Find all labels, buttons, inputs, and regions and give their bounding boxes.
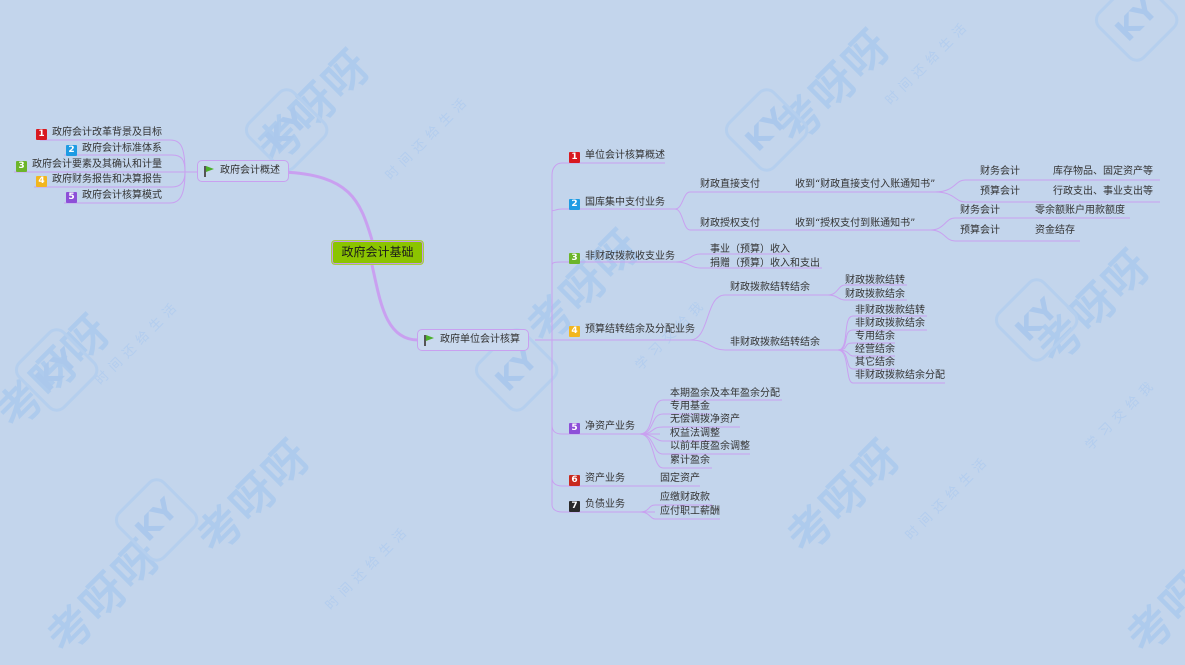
node-item[interactable]: 专用基金 <box>670 401 710 412</box>
node-donation-income[interactable]: 捐赠（预算）收入和支出 <box>710 258 820 269</box>
root-node[interactable]: 政府会计基础 <box>331 240 424 265</box>
subtopic-assets[interactable]: 6 资产业务 <box>569 473 625 486</box>
node-authorized-payment-note[interactable]: 收到“授权支付到账通知书” <box>795 218 916 229</box>
subtopic-label: 负债业务 <box>585 499 625 510</box>
subtopic-label: 政府会计核算模式 <box>82 190 162 201</box>
node-authorized-payment[interactable]: 财政授权支付 <box>700 218 760 229</box>
node-item[interactable]: 无偿调拨净资产 <box>670 414 740 425</box>
node-financial-accounting[interactable]: 财务会计 <box>960 205 1000 216</box>
subtopic-label: 非财政拨款收支业务 <box>585 251 675 262</box>
node-item[interactable]: 经营结余 <box>855 344 895 355</box>
subtopic-label: 资产业务 <box>585 473 625 484</box>
node-item[interactable]: 非财政拨款结余 <box>855 318 925 329</box>
priority-4-icon: 4 <box>36 176 47 187</box>
node-item[interactable]: 非财政拨款结余分配 <box>855 370 945 381</box>
node-business-income[interactable]: 事业（预算）收入 <box>710 244 790 255</box>
subtopic-standard-system[interactable]: 2 政府会计标准体系 <box>66 143 162 156</box>
topic-unit-accounting[interactable]: 政府单位会计核算 <box>417 329 529 351</box>
connector-lines <box>14 139 1160 520</box>
node-budget-accounting[interactable]: 预算会计 <box>960 225 1000 236</box>
subtopic-treasury-payment[interactable]: 2 国库集中支付业务 <box>569 197 665 210</box>
subtopic-label: 预算结转结余及分配业务 <box>585 324 695 335</box>
node-item[interactable]: 专用结余 <box>855 331 895 342</box>
node-item[interactable]: 权益法调整 <box>670 428 720 439</box>
flag-icon <box>204 165 214 177</box>
subtopic-unit-overview[interactable]: 1 单位会计核算概述 <box>569 150 665 163</box>
subtopic-label: 政府会计改革背景及目标 <box>52 127 162 138</box>
priority-3-icon: 3 <box>16 161 27 172</box>
subtopic-label: 国库集中支付业务 <box>585 197 665 208</box>
flag-icon <box>424 334 434 346</box>
node-item[interactable]: 应缴财政款 <box>660 492 710 503</box>
node-detail[interactable]: 资金结存 <box>1035 225 1075 236</box>
subtopic-label: 政府会计标准体系 <box>82 143 162 154</box>
priority-7-icon: 7 <box>569 501 580 512</box>
priority-2-icon: 2 <box>66 145 77 156</box>
subtopic-label: 单位会计核算概述 <box>585 150 665 161</box>
subtopic-label: 政府财务报告和决算报告 <box>52 174 162 185</box>
subtopic-elements-recognition[interactable]: 3 政府会计要素及其确认和计量 <box>16 159 162 172</box>
subtopic-non-fiscal-income[interactable]: 3 非财政拨款收支业务 <box>569 251 675 264</box>
node-detail[interactable]: 行政支出、事业支出等 <box>1053 186 1153 197</box>
node-item[interactable]: 财政拨款结转 <box>845 275 905 286</box>
topic-government-accounting-overview[interactable]: 政府会计概述 <box>197 160 289 182</box>
node-non-fiscal-carryover[interactable]: 非财政拨款结转结余 <box>730 337 820 348</box>
priority-5-icon: 5 <box>66 192 77 203</box>
node-item[interactable]: 其它结余 <box>855 357 895 368</box>
node-item[interactable]: 财政拨款结余 <box>845 289 905 300</box>
priority-1-icon: 1 <box>36 129 47 140</box>
node-item[interactable]: 固定资产 <box>660 473 700 484</box>
subtopic-budget-carryover[interactable]: 4 预算结转结余及分配业务 <box>569 324 695 337</box>
node-direct-payment-note[interactable]: 收到“财政直接支付入账通知书” <box>795 179 936 190</box>
priority-2-icon: 2 <box>569 199 580 210</box>
node-fiscal-carryover[interactable]: 财政拨款结转结余 <box>730 282 810 293</box>
node-budget-accounting[interactable]: 预算会计 <box>980 186 1020 197</box>
topic-label: 政府会计概述 <box>220 165 280 176</box>
subtopic-financial-report[interactable]: 4 政府财务报告和决算报告 <box>36 174 162 187</box>
node-item[interactable]: 累计盈余 <box>670 455 710 466</box>
node-financial-accounting[interactable]: 财务会计 <box>980 166 1020 177</box>
priority-3-icon: 3 <box>569 253 580 264</box>
subtopic-net-assets[interactable]: 5 净资产业务 <box>569 421 635 434</box>
priority-6-icon: 6 <box>569 475 580 486</box>
node-item[interactable]: 本期盈余及本年盈余分配 <box>670 388 780 399</box>
priority-5-icon: 5 <box>569 423 580 434</box>
node-detail[interactable]: 库存物品、固定资产等 <box>1053 166 1153 177</box>
priority-1-icon: 1 <box>569 152 580 163</box>
subtopic-reform-background[interactable]: 1 政府会计改革背景及目标 <box>36 127 162 140</box>
node-detail[interactable]: 零余额账户用款额度 <box>1035 205 1125 216</box>
topic-label: 政府单位会计核算 <box>440 334 520 345</box>
subtopic-label: 政府会计要素及其确认和计量 <box>32 159 162 170</box>
node-item[interactable]: 应付职工薪酬 <box>660 506 720 517</box>
subtopic-liabilities[interactable]: 7 负债业务 <box>569 499 625 512</box>
priority-4-icon: 4 <box>569 326 580 337</box>
subtopic-accounting-mode[interactable]: 5 政府会计核算模式 <box>66 190 162 203</box>
subtopic-label: 净资产业务 <box>585 421 635 432</box>
node-item[interactable]: 以前年度盈余调整 <box>670 441 750 452</box>
node-item[interactable]: 非财政拨款结转 <box>855 305 925 316</box>
node-direct-payment[interactable]: 财政直接支付 <box>700 179 760 190</box>
